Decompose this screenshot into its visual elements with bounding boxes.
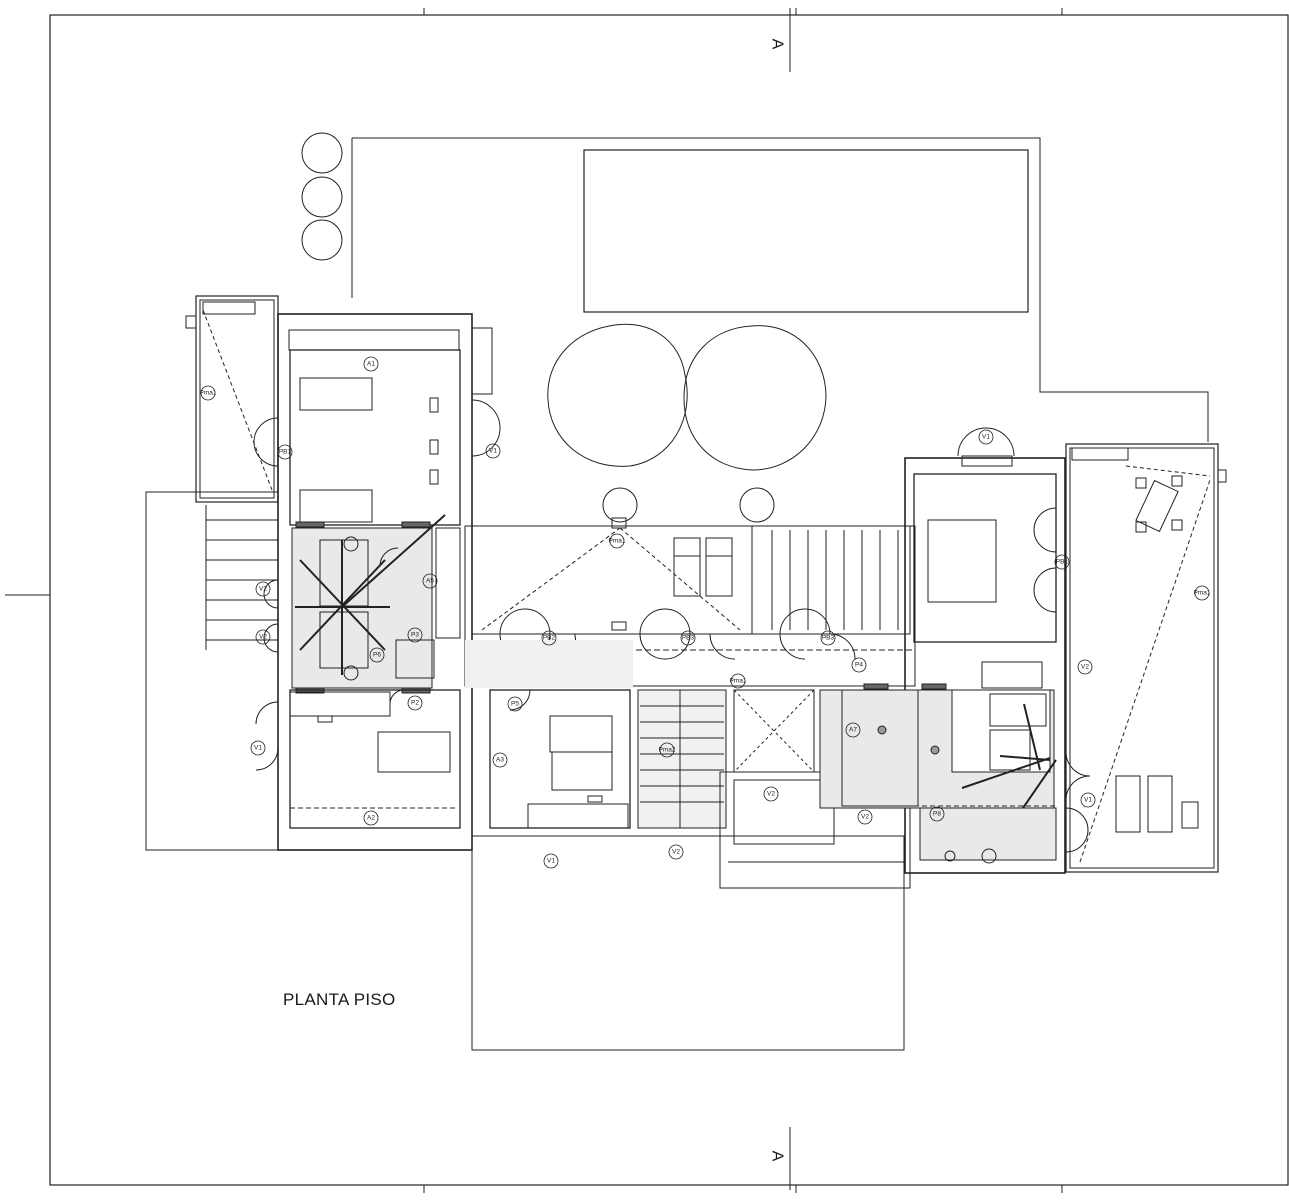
lounger-4 <box>1147 775 1173 833</box>
section-mark-bottom: A <box>768 1150 786 1162</box>
terrace-left <box>195 295 279 503</box>
drawing-title: PLANTA PISO <box>283 990 396 1009</box>
tag-pb1-right: PB1 <box>1056 559 1069 566</box>
section-mark-top: A <box>768 38 786 50</box>
tag-v1-tl: V1 <box>489 448 497 455</box>
tag-v2-r: V2 <box>1081 664 1089 671</box>
tag-pma-2: Pma1 <box>609 538 626 545</box>
bed-a3 <box>549 715 613 753</box>
tag-pma-1: Pma1 <box>200 390 217 397</box>
tag-p4: P4 <box>855 662 863 669</box>
bed-right <box>927 519 997 603</box>
tag-pb3: PB3 <box>682 635 695 642</box>
lot-outline <box>352 137 1209 442</box>
lounger-1 <box>673 537 701 597</box>
tag-p2: P2 <box>411 700 419 707</box>
right-wing <box>904 457 1066 874</box>
tag-a5: A5 <box>426 578 434 585</box>
bed-a1-1 <box>299 377 373 411</box>
tag-v1-l: V1 <box>254 745 262 752</box>
tag-v2-bot: V2 <box>672 849 680 856</box>
tag-pma-4: Pma2 <box>659 747 676 754</box>
bed-a2 <box>377 731 451 773</box>
tag-pb3-r: PB3 <box>822 635 835 642</box>
tag-p5: P5 <box>511 701 519 708</box>
tag-a7: A7 <box>849 727 857 734</box>
tree-small-2 <box>739 487 775 523</box>
tag-v2-mid: V2 <box>767 791 775 798</box>
lounger-2 <box>705 537 733 597</box>
stair-core <box>637 689 727 829</box>
tag-p3: P3 <box>411 632 419 639</box>
tag-p8: P8 <box>933 811 941 818</box>
tag-v1-right: V1 <box>1084 797 1092 804</box>
tree-large-2 <box>683 325 827 471</box>
pool <box>583 149 1029 313</box>
lounger-3 <box>1115 775 1141 833</box>
left-steps <box>205 505 278 650</box>
tag-pb1-left: PB1 <box>279 449 292 456</box>
tag-a2: A2 <box>367 815 375 822</box>
door-markers <box>200 356 1210 869</box>
tag-v1-top: V1 <box>982 434 990 441</box>
terrace-right <box>1065 443 1219 873</box>
tag-v2-l2: V2 <box>259 634 267 641</box>
outdoor-table <box>1135 475 1183 533</box>
tag-pma-3: Pma1 <box>730 678 747 685</box>
bed-a1-2 <box>299 489 373 523</box>
tree-small-1 <box>602 487 638 523</box>
tag-pb2: PB2 <box>543 635 556 642</box>
lower-volume <box>471 835 905 1051</box>
tag-a3: A3 <box>496 757 504 764</box>
sheet-border <box>49 14 1289 1186</box>
tag-v2-l1: V2 <box>259 586 267 593</box>
stair-treads <box>640 690 724 828</box>
tag-pma-5: Pma1 <box>1194 590 1211 597</box>
trees-left <box>301 132 343 261</box>
tag-v1-bot: V1 <box>547 858 555 865</box>
deck-slats <box>771 530 899 630</box>
tree-large-1 <box>547 323 688 467</box>
tag-a1: A1 <box>367 361 375 368</box>
tag-p6: P6 <box>373 652 381 659</box>
tag-v2-br: V2 <box>861 814 869 821</box>
